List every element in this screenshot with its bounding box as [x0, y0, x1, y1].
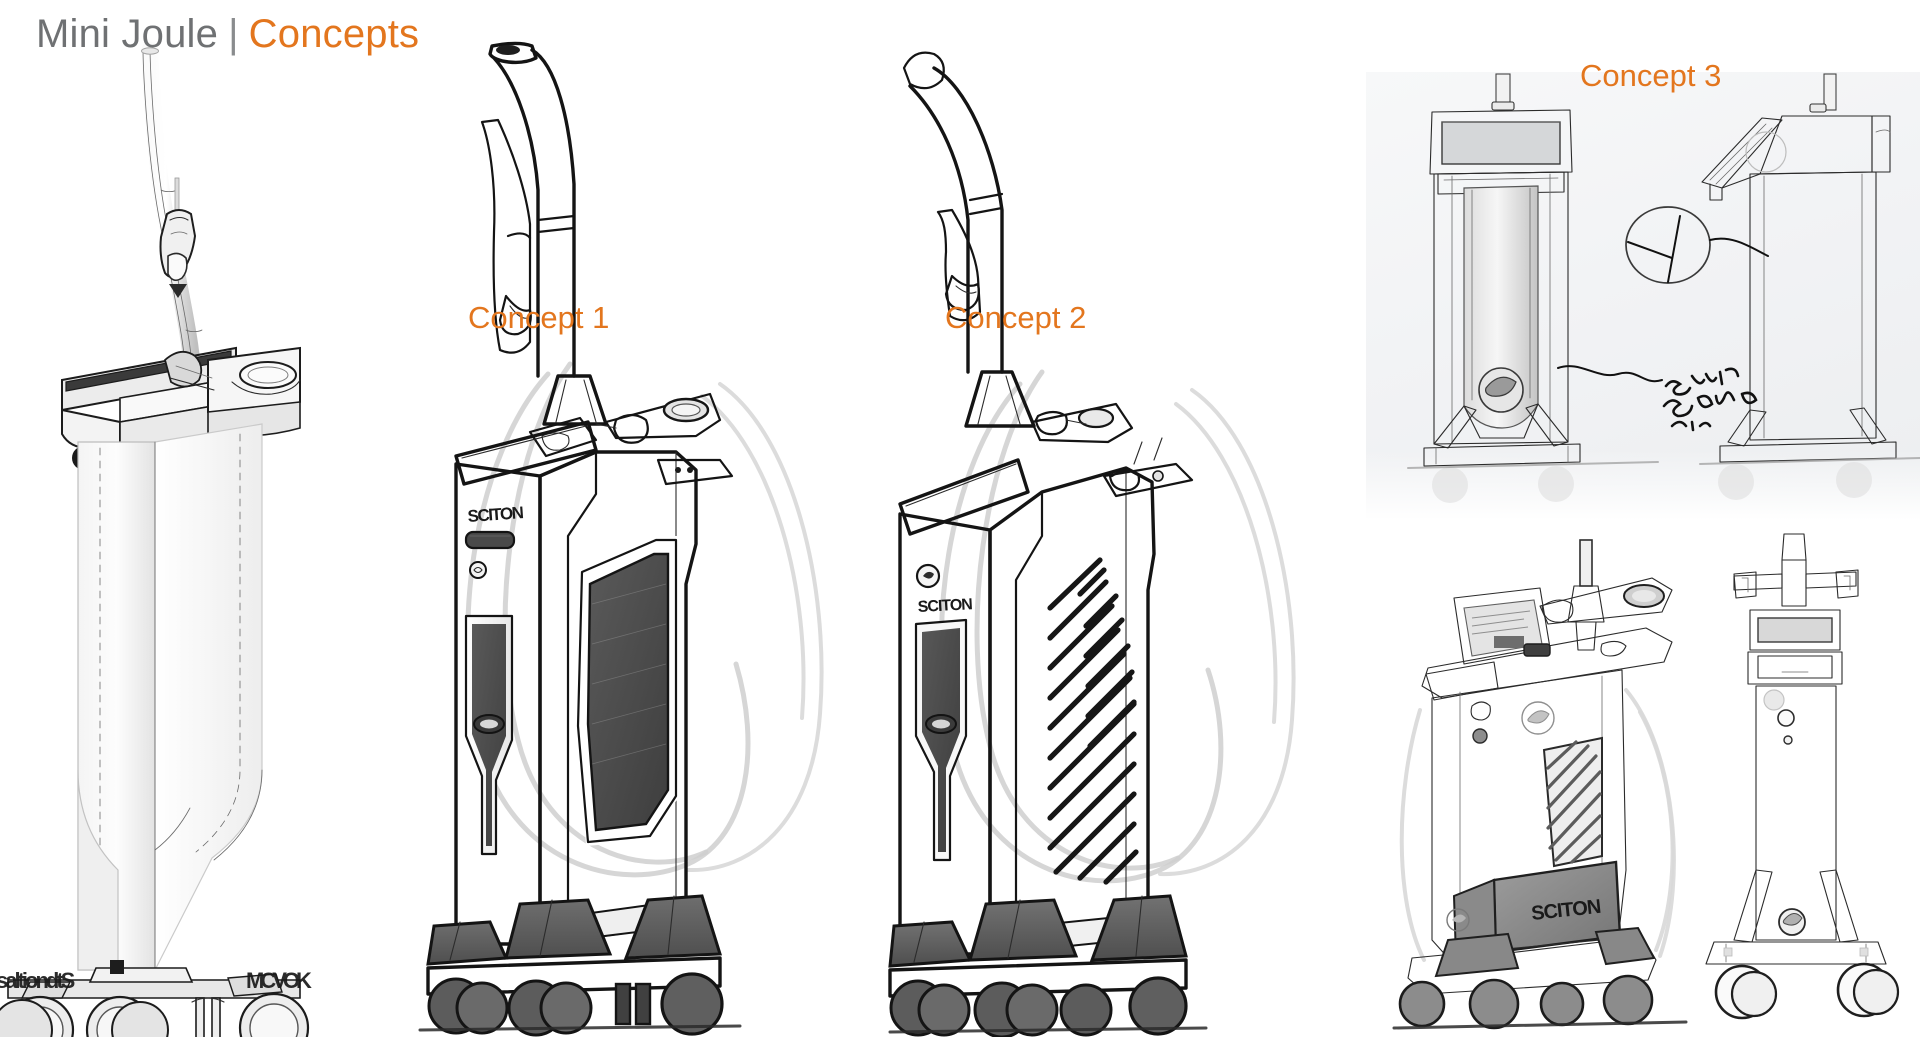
articulating-arm	[902, 51, 1036, 428]
articulating-arm	[1539, 539, 1673, 651]
concept-3-grayscale-render: SCITON	[1390, 539, 1690, 1037]
marker-ghost-strokes	[938, 369, 1296, 884]
louvre-vent	[1047, 557, 1139, 885]
title-separator: |	[228, 12, 239, 56]
circle-detail-callout	[1625, 206, 1769, 284]
caster-base	[418, 894, 742, 1037]
device-body: SCITON	[898, 437, 1194, 956]
svg-text:MCVOK: MCVOK	[246, 968, 312, 993]
handpiece-holster	[159, 177, 197, 298]
accessory-tray	[528, 392, 722, 458]
caster-base	[0, 960, 310, 1037]
concept-1-sketch: SCITON	[418, 24, 940, 1037]
page-title: Mini Joule|Concepts	[36, 12, 419, 57]
display-screen	[898, 458, 1030, 536]
concept-3-side-view	[1699, 73, 1920, 520]
concept-3-label: Concept 3	[1580, 58, 1722, 93]
concept-1-label: Concept 1	[468, 300, 610, 335]
caster-base	[888, 894, 1208, 1037]
concept-3-front-view	[1407, 73, 1659, 520]
svg-text:saltiondtS: saltiondtS	[0, 968, 75, 993]
detail-callout-annotation	[1557, 200, 1800, 450]
overlapping-annotation-text: saltiondtS MCVOK	[0, 968, 316, 993]
display-screen	[454, 420, 598, 486]
title-main-text: Mini Joule	[36, 12, 219, 56]
caster-base	[1392, 926, 1688, 1030]
concept-3-backdrop-panel	[1366, 72, 1920, 520]
concept-2-label: Concept 2	[945, 300, 1087, 335]
concept-2-sketch: SCITON	[888, 24, 1410, 1037]
concept-1-brand-mark: SCITON	[467, 503, 524, 526]
device-body: SCITON	[454, 450, 734, 946]
concept-3-front-elevation	[1700, 533, 1920, 1037]
top-tray	[1421, 627, 1673, 701]
mini-joule-cad-render: saltiondtS MCVOK	[0, 30, 420, 1037]
cart-column	[77, 423, 263, 971]
title-accent-text: Concepts	[248, 12, 420, 56]
marker-ghost-strokes	[465, 361, 824, 878]
handwritten-note	[1662, 367, 1758, 432]
device-body: SCITON	[1431, 669, 1627, 961]
accessory-tray	[1030, 402, 1134, 444]
articulating-arm	[480, 41, 608, 426]
concept-2-brand-mark: SCITON	[917, 596, 972, 616]
